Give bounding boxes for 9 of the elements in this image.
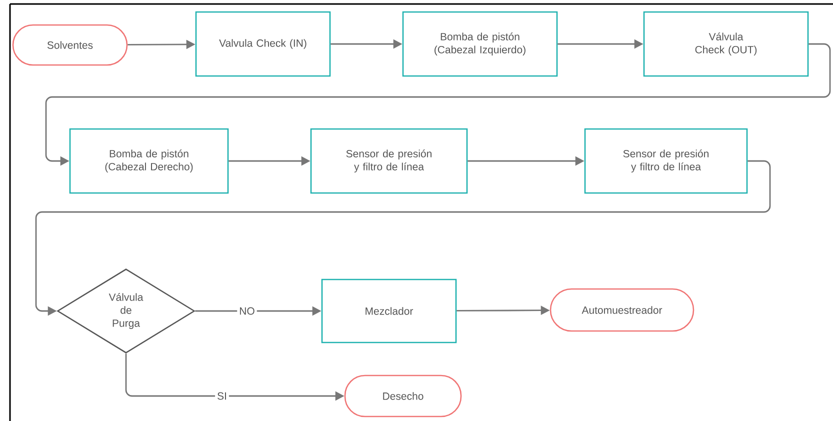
- process-box: Mezclador: [321, 278, 457, 344]
- edge-label: NO: [237, 305, 257, 317]
- process-box: Bomba de pistón (Cabezal Derecho): [69, 128, 229, 194]
- process-box: Sensor de presión y filtro de línea: [584, 128, 748, 194]
- process-box: Válvula Check (OUT): [643, 11, 809, 77]
- process-box: Valvula Check (IN): [195, 11, 331, 77]
- process-box: Bomba de pistón (Cabezal Izquierdo): [402, 11, 558, 77]
- edge-label: SI: [215, 390, 229, 402]
- process-box: Sensor de presión y filtro de línea: [310, 128, 468, 194]
